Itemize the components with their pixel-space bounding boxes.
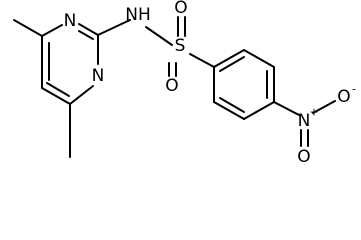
atom-label-ring-n1: N [64,11,77,31]
structure-canvas: N N NH S O O N + O - O [13,0,356,167]
bond-nh-s [145,26,173,46]
atom-label-sulfur: S [175,36,186,56]
atom-label-nitro-oxygen-bottom: O [297,147,310,167]
atom-label-nitro-oxygen-right: O [337,87,350,107]
atom-label-ring-n3: N [92,66,105,86]
atom-label-oxygen-bottom: O [165,76,178,96]
bond-benz-1 [213,49,245,68]
bond-c2-nh [97,19,131,36]
atom-label-nitro-nitrogen: N [298,111,311,131]
charge-label-plus: + [309,106,318,119]
bond-ring-n3-c4 [69,85,94,105]
bond-benz-4 [243,101,275,120]
bond-ring-c4-c5 [41,87,71,105]
bond-benz-5 [213,101,245,120]
bond-ring-n1-c2 [78,23,99,36]
bond-benzene-nitro [273,101,300,116]
bond-ring-c6-n1 [41,24,63,37]
charge-label-minus: - [352,83,356,96]
bond-nitro-o-right [312,100,336,114]
bond-benz-1-inner [219,56,245,72]
bond-methyl-top [13,19,43,37]
bond-benz-5-inner [219,97,245,113]
bond-benz-2 [243,49,275,68]
molecule-diagram: N N NH S O O N + O - O [13,0,356,167]
bond-ring-c4-c5-inner [46,82,70,97]
bond-s-benzene [189,53,215,68]
bond-ring-n1-c2-inner [78,30,94,40]
atom-label-nh: NH [125,5,151,25]
atom-label-oxygen-top: O [174,0,187,18]
